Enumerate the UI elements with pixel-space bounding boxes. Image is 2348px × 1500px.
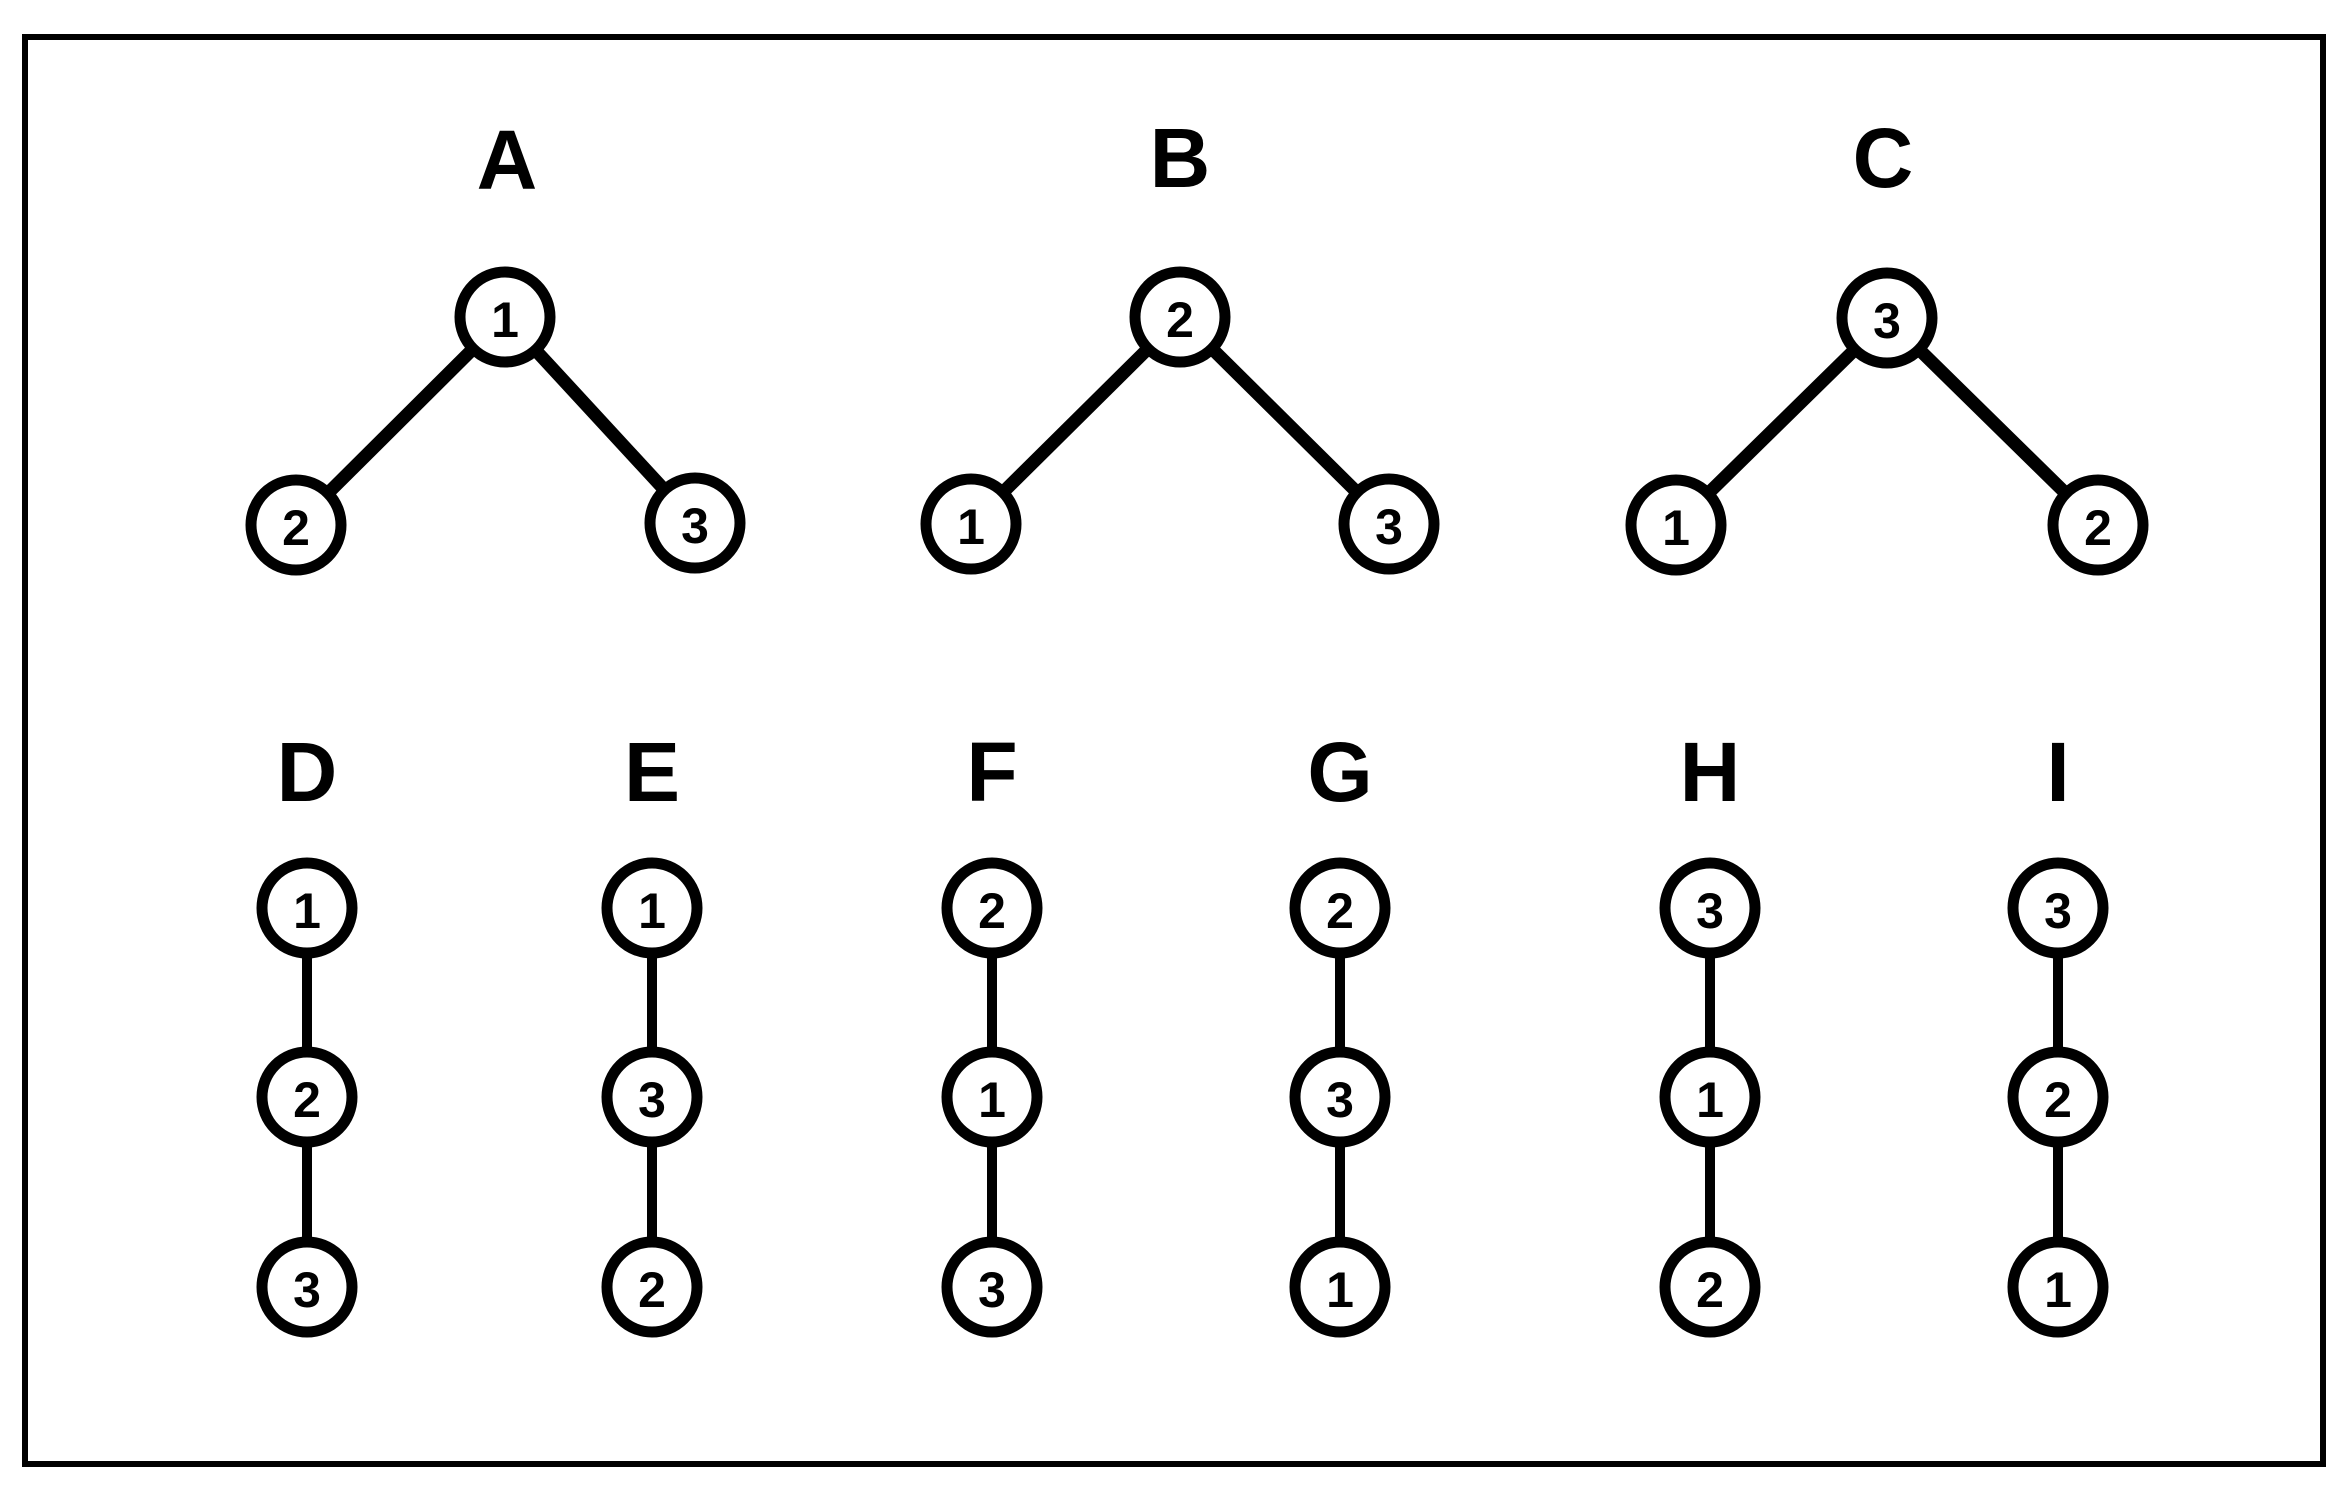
- tree-label-B: B: [1150, 111, 1211, 205]
- tree-label-H: H: [1680, 725, 1741, 819]
- tree-C: C 3 1 2: [1625, 111, 2149, 576]
- tree-B: B 2 1 3: [920, 111, 1440, 575]
- tree-E-node-value-2: 2: [638, 1262, 666, 1318]
- tree-D-node-circle-1: [256, 857, 358, 959]
- tree-D-node-circle-2: [256, 1046, 358, 1148]
- tree-I-node-value-1: 1: [2044, 1262, 2072, 1318]
- tree-A-node-circle-2: [245, 474, 347, 576]
- tree-I-node-circle-1: [2007, 1236, 2109, 1338]
- tree-B-node-circle-3: [1338, 473, 1440, 575]
- tree-C-node-value-2: 2: [2084, 500, 2112, 556]
- tree-C-node-circle-1: [1625, 474, 1727, 576]
- tree-I-node-circle-2: [2007, 1046, 2109, 1148]
- tree-E-node-value-1: 1: [638, 883, 666, 939]
- tree-F-node-value-2: 2: [978, 883, 1006, 939]
- tree-C-node-circle-3: [1836, 267, 1938, 369]
- tree-H: H 3 1 2: [1659, 725, 1761, 1338]
- tree-B-node-value-1: 1: [957, 499, 985, 555]
- tree-A: A 1 2 3: [245, 113, 746, 576]
- figure-border: [22, 34, 2326, 1467]
- tree-F-node-circle-3: [941, 1236, 1043, 1338]
- tree-D: D 1 2 3: [256, 725, 358, 1338]
- tree-I: I 3 2 1: [2007, 725, 2109, 1338]
- tree-E-node-circle-3: [601, 1046, 703, 1148]
- tree-label-D: D: [277, 725, 338, 819]
- tree-I-node-value-3: 3: [2044, 883, 2072, 939]
- tree-F-node-value-1: 1: [978, 1072, 1006, 1128]
- tree-A-node-value-2: 2: [282, 500, 310, 556]
- tree-A-node-value-3: 3: [681, 498, 709, 554]
- tree-label-C: C: [1853, 111, 1914, 205]
- tree-H-node-circle-3: [1659, 857, 1761, 959]
- tree-H-node-circle-1: [1659, 1046, 1761, 1148]
- tree-G-node-circle-2: [1289, 857, 1391, 959]
- tree-D-node-value-2: 2: [293, 1072, 321, 1128]
- tree-H-node-value-1: 1: [1696, 1072, 1724, 1128]
- tree-A-node-value-1: 1: [491, 292, 519, 348]
- tree-E-node-circle-2: [601, 1236, 703, 1338]
- tree-G-node-value-2: 2: [1326, 883, 1354, 939]
- tree-C-node-value-3: 3: [1873, 293, 1901, 349]
- tree-H-node-circle-2: [1659, 1236, 1761, 1338]
- tree-C-node-circle-2: [2047, 474, 2149, 576]
- tree-D-node-circle-3: [256, 1236, 358, 1338]
- tree-I-node-circle-3: [2007, 857, 2109, 959]
- tree-F-node-circle-2: [941, 857, 1043, 959]
- tree-G-node-circle-3: [1289, 1046, 1391, 1148]
- tree-I-node-value-2: 2: [2044, 1072, 2072, 1128]
- tree-G-node-value-1: 1: [1326, 1262, 1354, 1318]
- tree-A-node-circle-1: [454, 266, 556, 368]
- tree-F-node-value-3: 3: [978, 1262, 1006, 1318]
- tree-E-node-value-3: 3: [638, 1072, 666, 1128]
- tree-A-node-circle-3: [644, 472, 746, 574]
- tree-C-node-value-1: 1: [1662, 500, 1690, 556]
- tree-label-A: A: [477, 113, 538, 207]
- tree-E-node-circle-1: [601, 857, 703, 959]
- tree-B-node-circle-1: [920, 473, 1022, 575]
- tree-label-I: I: [2046, 725, 2069, 819]
- tree-G-node-value-3: 3: [1326, 1072, 1354, 1128]
- tree-H-node-value-2: 2: [1696, 1262, 1724, 1318]
- tree-G: G 2 3 1: [1289, 725, 1391, 1338]
- tree-label-E: E: [624, 725, 680, 819]
- tree-label-F: F: [966, 725, 1017, 819]
- tree-B-node-circle-2: [1129, 266, 1231, 368]
- tree-B-node-value-3: 3: [1375, 499, 1403, 555]
- tree-E: E 1 3 2: [601, 725, 703, 1338]
- tree-D-node-value-1: 1: [293, 883, 321, 939]
- tree-F: F 2 1 3: [941, 725, 1043, 1338]
- tree-D-node-value-3: 3: [293, 1262, 321, 1318]
- tree-B-node-value-2: 2: [1166, 292, 1194, 348]
- tree-H-node-value-3: 3: [1696, 883, 1724, 939]
- tree-F-node-circle-1: [941, 1046, 1043, 1148]
- tree-G-node-circle-1: [1289, 1236, 1391, 1338]
- tree-label-G: G: [1307, 725, 1372, 819]
